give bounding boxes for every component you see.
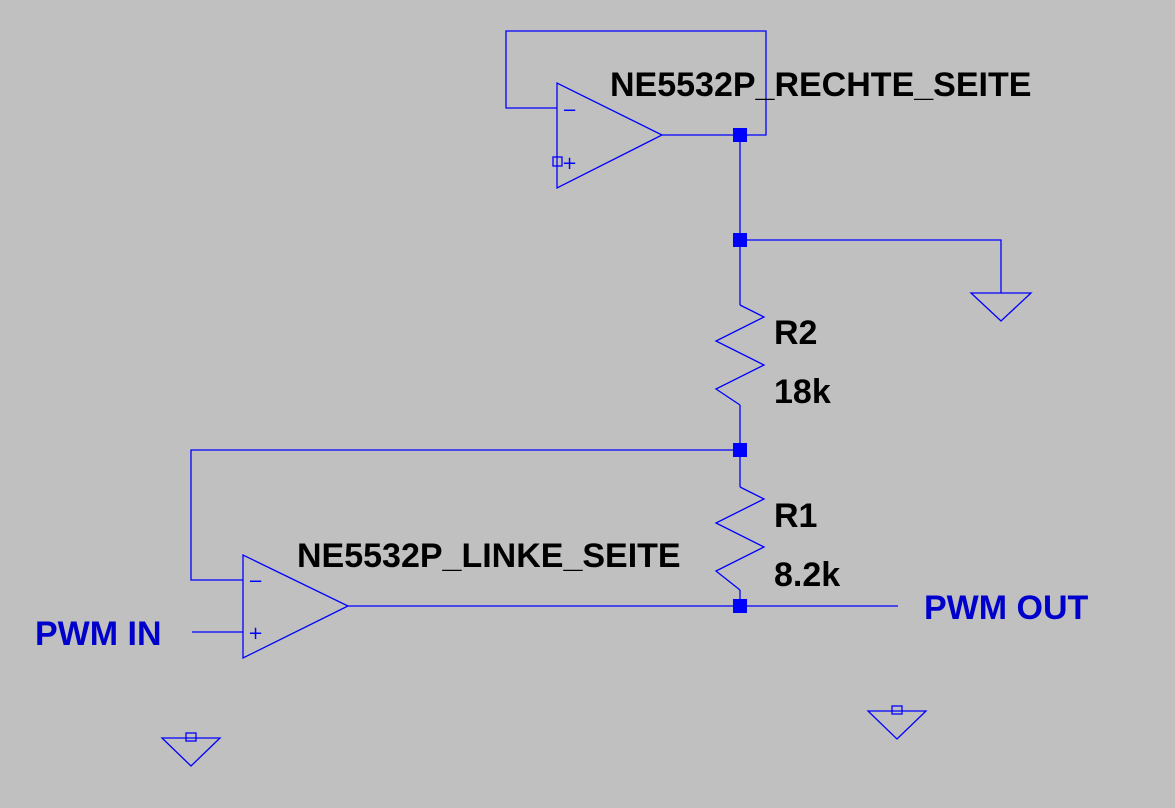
feedback-wire-bottom bbox=[190, 449, 740, 581]
ground-symbol-right[interactable] bbox=[866, 705, 928, 740]
ground-icon bbox=[160, 737, 222, 767]
r1-value: 8.2k bbox=[774, 556, 840, 594]
minus-pin-mark: − bbox=[248, 571, 263, 592]
net-label-input: PWM IN bbox=[35, 615, 162, 653]
pin-flag-icon bbox=[552, 156, 563, 167]
ground-icon bbox=[969, 292, 1033, 322]
ground-symbol-left[interactable] bbox=[160, 732, 222, 767]
net-label-output: PWM OUT bbox=[924, 589, 1089, 627]
junction-dot bbox=[733, 599, 747, 613]
junction-dot bbox=[733, 233, 747, 247]
plus-pin-mark: + bbox=[248, 623, 263, 644]
r2-value: 18k bbox=[774, 373, 831, 411]
pin-flag-icon bbox=[185, 732, 197, 742]
minus-pin-mark: − bbox=[562, 100, 577, 121]
ground-icon bbox=[866, 710, 928, 740]
resistor-r2[interactable]: R2 18k bbox=[714, 304, 831, 411]
opamp-icon bbox=[242, 553, 350, 660]
plus-pin-mark: + bbox=[562, 153, 577, 174]
resistor-icon bbox=[714, 486, 766, 591]
pin-flag-icon bbox=[891, 705, 903, 715]
opamp-top[interactable]: − + NE5532P_RECHTE_SEITE bbox=[505, 30, 1031, 190]
junction-dot bbox=[733, 128, 747, 142]
resistor-r1[interactable]: R1 8.2k bbox=[714, 486, 840, 594]
opamp-bottom-label: NE5532P_LINKE_SEITE bbox=[297, 537, 681, 575]
r2-name: R2 bbox=[774, 314, 817, 352]
wire-to-ground bbox=[740, 239, 1002, 293]
resistor-icon bbox=[714, 304, 766, 406]
feedback-wire-top bbox=[505, 30, 767, 136]
r1-name: R1 bbox=[774, 497, 817, 535]
opamp-bottom[interactable]: − + NE5532P_LINKE_SEITE bbox=[190, 449, 740, 660]
junction-dot bbox=[733, 443, 747, 457]
opamp-top-label: NE5532P_RECHTE_SEITE bbox=[610, 66, 1031, 104]
opamp-icon bbox=[556, 81, 664, 190]
